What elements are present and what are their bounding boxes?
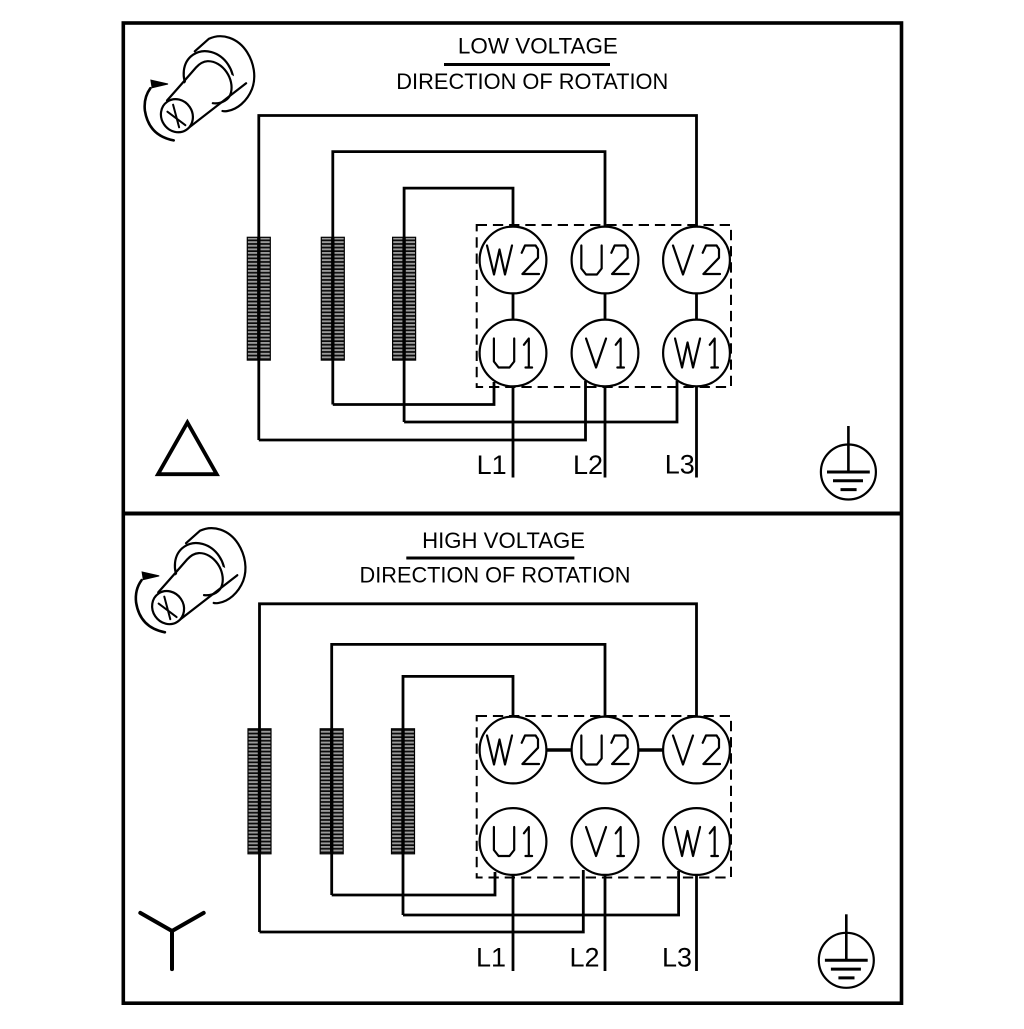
svg-text:DIRECTION OF ROTATION: DIRECTION OF ROTATION [396, 69, 668, 94]
svg-text:L2: L2 [573, 450, 603, 480]
svg-text:L1: L1 [477, 450, 507, 480]
svg-text:L2: L2 [569, 943, 599, 973]
svg-text:L1: L1 [476, 943, 506, 973]
svg-text:L3: L3 [665, 450, 695, 480]
svg-text:DIRECTION OF ROTATION: DIRECTION OF ROTATION [360, 563, 631, 588]
svg-text:L3: L3 [662, 943, 692, 973]
svg-text:LOW VOLTAGE: LOW VOLTAGE [458, 33, 618, 58]
svg-text:HIGH VOLTAGE: HIGH VOLTAGE [422, 528, 585, 553]
